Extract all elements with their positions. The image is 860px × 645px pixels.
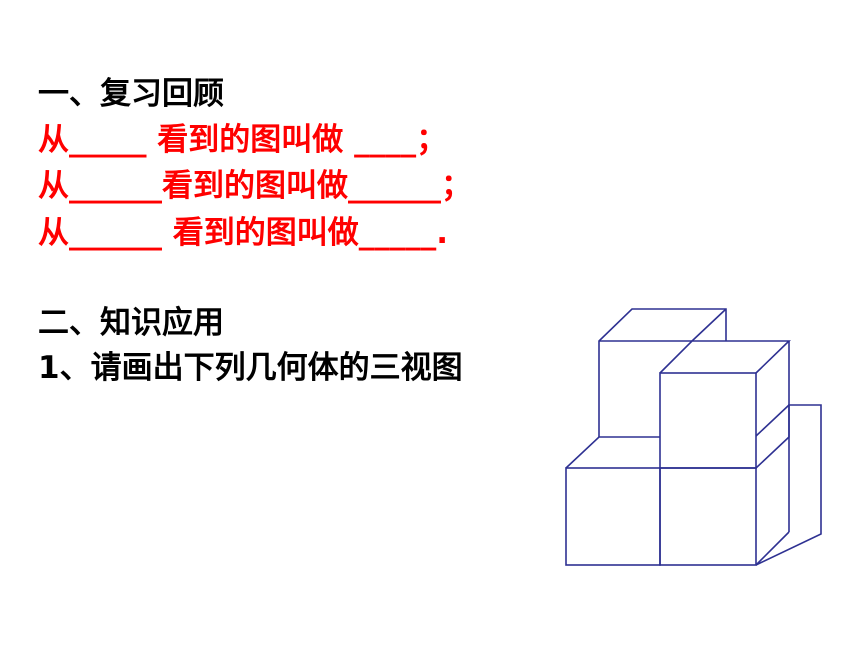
bottom-right-cube: [755, 404, 822, 566]
bottom-left-cube-top: [565, 436, 660, 469]
review-line-3: 从______ 看到的图叫做_____.: [38, 215, 449, 251]
upper-front-cube-front: [659, 372, 757, 469]
bottom-middle-cube-front: [659, 467, 757, 566]
bottom-left-cube-front: [565, 467, 661, 566]
section-heading-review: 一、复习回顾: [38, 76, 224, 112]
upper-front-cube-top: [659, 340, 791, 374]
section-heading-application: 二、知识应用: [38, 305, 224, 341]
upper-back-cube: [598, 308, 727, 437]
review-line-2: 从______看到的图叫做______；: [38, 168, 472, 204]
review-line-1: 从_____ 看到的图叫做 ____；: [38, 122, 448, 158]
question-text: 1、请画出下列几何体的三视图: [38, 350, 463, 386]
